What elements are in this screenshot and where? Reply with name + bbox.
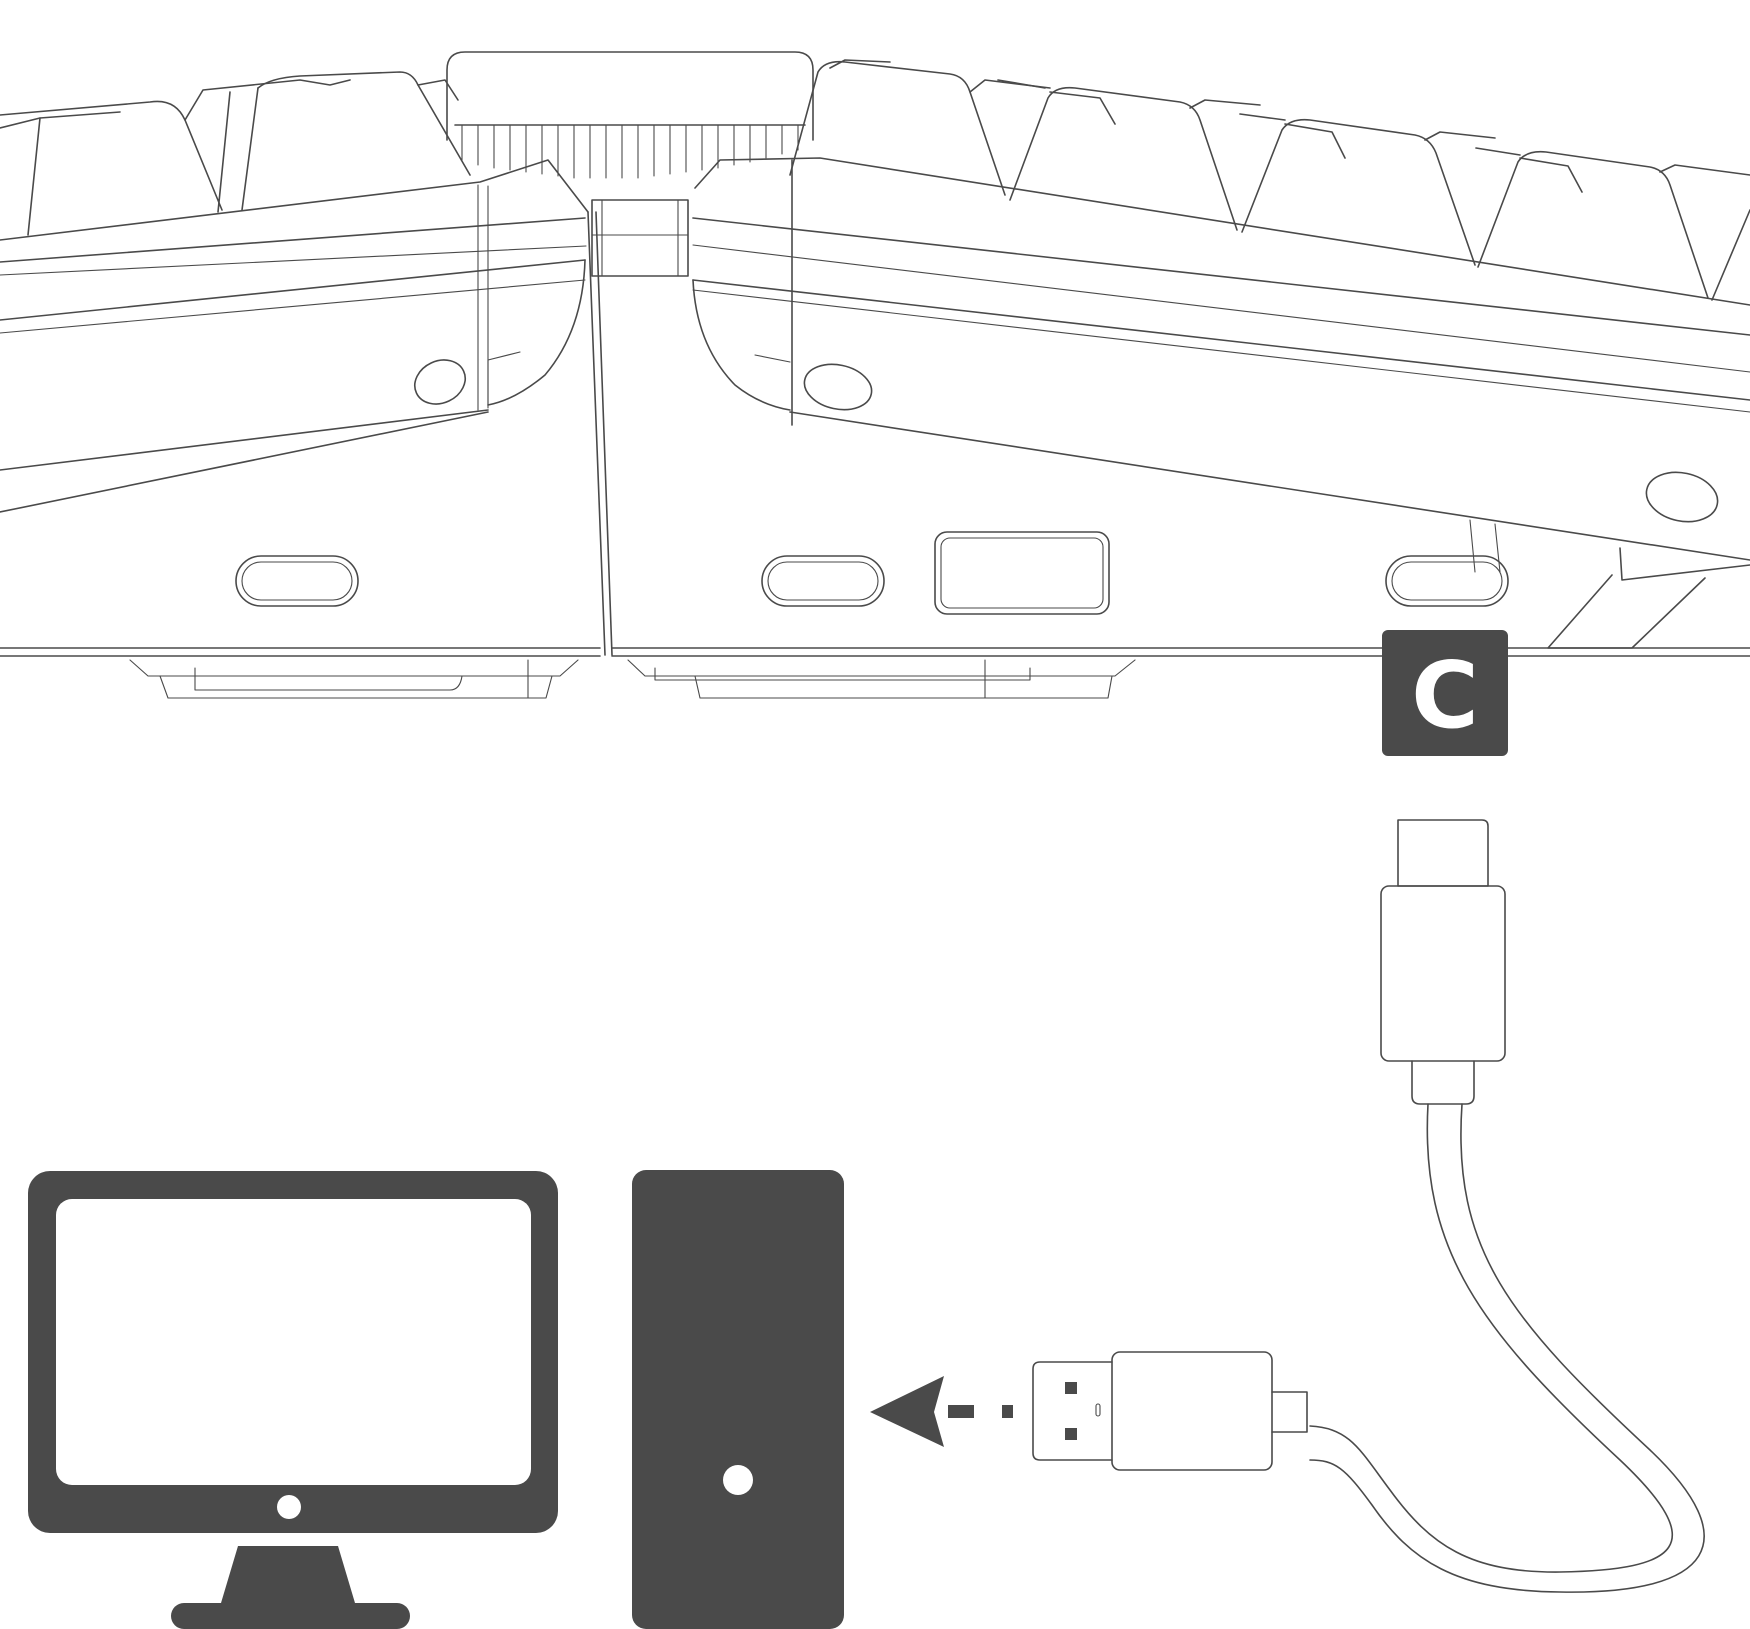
keyboard-right-half (611, 59, 1750, 699)
center-hinge (446, 51, 814, 277)
keyboard-left-half (0, 71, 613, 699)
arrow-left-icon (870, 1376, 1013, 1447)
port-c-badge: C (1382, 630, 1508, 756)
port-c-label: C (1411, 642, 1479, 749)
computer-tower-icon (632, 1170, 844, 1629)
keyboard-rear-view (0, 51, 1750, 699)
usb-a-plug-icon (1032, 1351, 1308, 1471)
monitor-icon (28, 1171, 558, 1629)
usb-c-plug-icon (1380, 819, 1506, 1105)
usb-cable (1309, 1103, 1705, 1593)
